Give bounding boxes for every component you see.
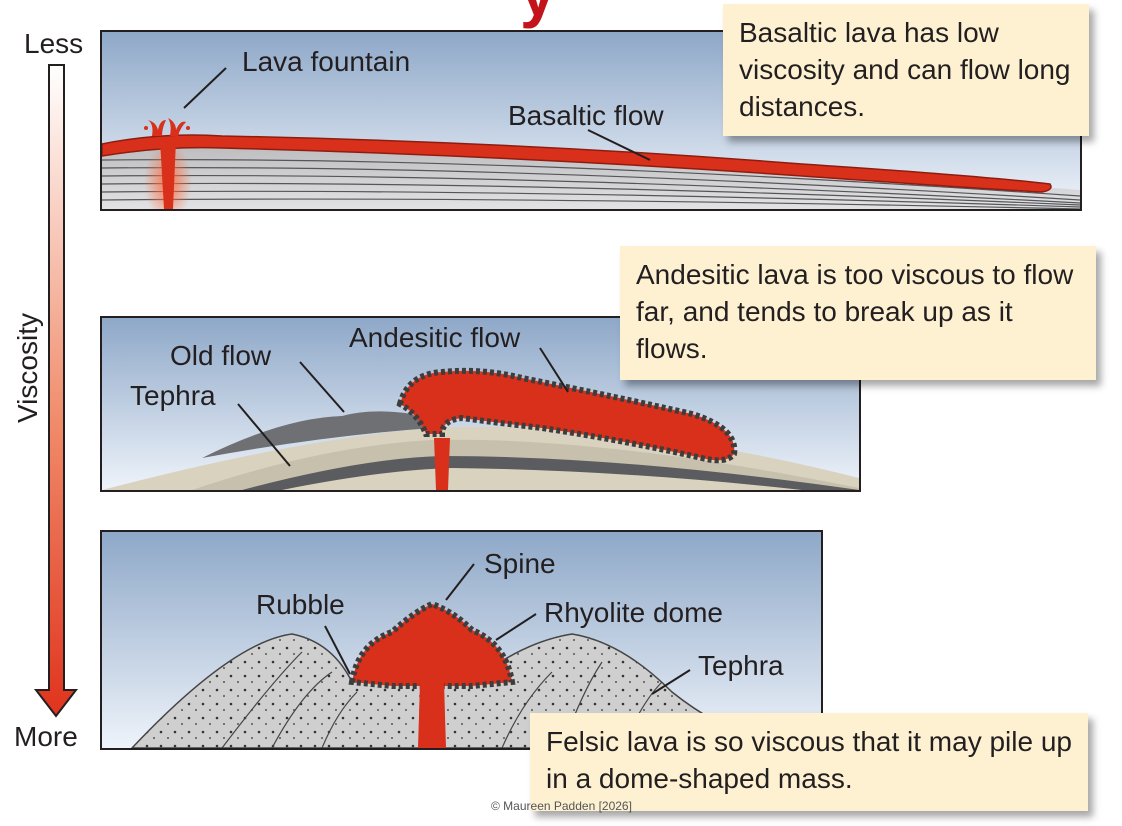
- andesitic-vent: [434, 438, 450, 490]
- credit: © Maureen Padden [2026]: [491, 799, 632, 813]
- viscosity-arrow: [33, 64, 79, 718]
- andesitic-note: Andesitic lava is too viscous to flow fa…: [620, 246, 1096, 380]
- label-rhyolite-dome: Rhyolite dome: [544, 597, 723, 628]
- label-andesitic-flow: Andesitic flow: [349, 322, 521, 353]
- label-spine: Spine: [484, 548, 556, 579]
- label-tephra-andesitic: Tephra: [130, 380, 216, 411]
- rhyolite-note: Felsic lava is so viscous that it may pi…: [530, 713, 1088, 811]
- rhyolite-vent: [418, 682, 446, 748]
- andesitic-flow: [396, 367, 738, 464]
- label-old-flow: Old flow: [170, 340, 272, 371]
- rhyolite-cross-section: [102, 532, 821, 748]
- axis-top-label: Less: [24, 28, 84, 59]
- axis-side-label: Viscosity: [12, 313, 43, 423]
- label-basaltic-flow: Basaltic flow: [508, 100, 664, 131]
- basaltic-flow: [102, 134, 1052, 193]
- rhyolite-panel: [100, 530, 823, 750]
- label-rubble: Rubble: [256, 589, 345, 620]
- lava-fountain: [144, 118, 190, 136]
- basaltic-vent: [160, 140, 176, 209]
- title-fragment: y: [520, 0, 556, 30]
- rhyolite-dome: [348, 600, 516, 689]
- basaltic-note: Basaltic lava has low viscosity and can …: [723, 4, 1089, 136]
- axis-bottom-label: More: [14, 721, 78, 752]
- label-lava-fountain: Lava fountain: [242, 46, 411, 77]
- label-tephra-rhyolite: Tephra: [698, 650, 784, 681]
